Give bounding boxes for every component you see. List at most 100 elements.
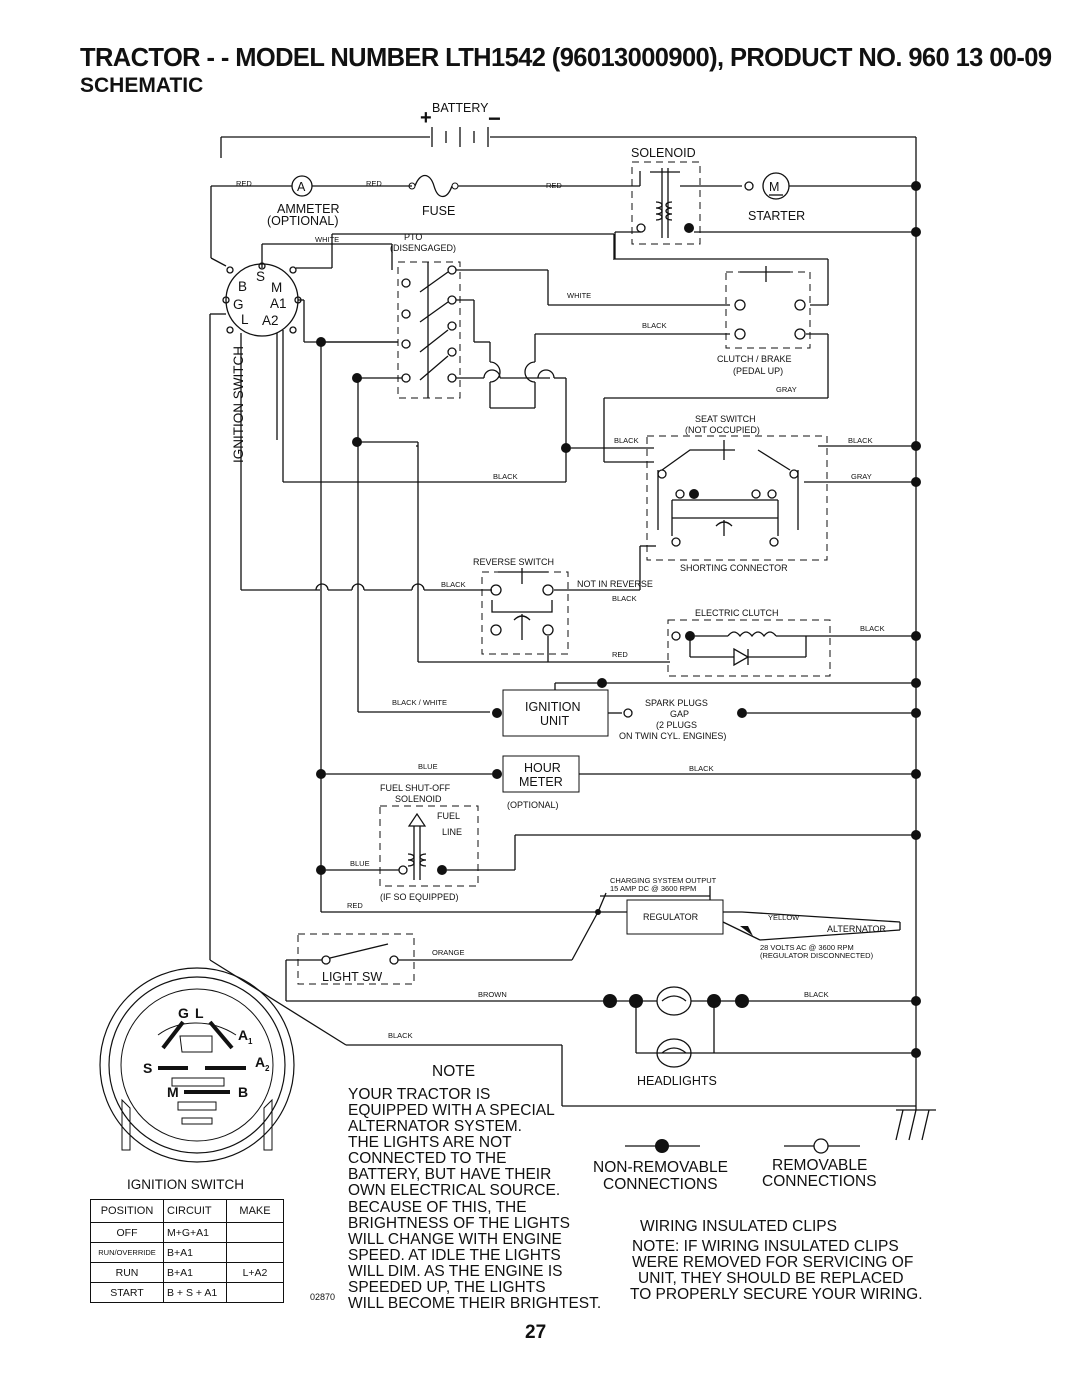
svg-text:YELLOW: YELLOW [768, 913, 800, 922]
svg-text:SPARK PLUGS: SPARK PLUGS [645, 698, 708, 708]
svg-text:L: L [241, 312, 249, 327]
ignition-switch-terminals: WHITE B S M G A1 L A2 IGNITION SWITCH [222, 235, 393, 463]
svg-text:CONNECTIONS: CONNECTIONS [762, 1173, 877, 1190]
table-header: POSITION [90, 1199, 164, 1223]
table-row: RUN/OVERRIDE B+A1 [90, 1242, 284, 1263]
table-header: CIRCUIT [163, 1199, 227, 1223]
svg-text:SOLENOID: SOLENOID [395, 794, 442, 804]
svg-text:STARTER: STARTER [748, 209, 805, 223]
svg-text:CLUTCH / BRAKE: CLUTCH / BRAKE [717, 354, 792, 364]
ground-symbol [895, 1109, 936, 1141]
svg-text:WILL BECOME THEIR BRIGHTEST.: WILL BECOME THEIR BRIGHTEST. [348, 1295, 601, 1312]
svg-text:28 VOLTS AC @ 3600 RPM: 28 VOLTS AC @ 3600 RPM [760, 943, 854, 952]
fuse: FUSE [408, 174, 459, 218]
svg-text:LINE: LINE [442, 827, 462, 837]
svg-text:BLACK: BLACK [848, 436, 873, 445]
svg-text:BLACK: BLACK [388, 1031, 413, 1040]
svg-text:ORANGE: ORANGE [432, 948, 465, 957]
svg-text:HEADLIGHTS: HEADLIGHTS [637, 1074, 717, 1088]
svg-text:WILL CHANGE WITH ENGINE: WILL CHANGE WITH ENGINE [348, 1231, 562, 1248]
svg-text:(NOT OCCUPIED): (NOT OCCUPIED) [685, 425, 760, 435]
svg-text:BLUE: BLUE [350, 859, 370, 868]
svg-text:METER: METER [519, 775, 563, 789]
svg-text:IGNITION SWITCH: IGNITION SWITCH [127, 1177, 244, 1192]
fuel-solenoid: FUEL SHUT-OFF SOLENOID FUEL LINE (IF SO … [379, 783, 479, 902]
svg-text:SPEED. AT IDLE THE LIGHTS: SPEED. AT IDLE THE LIGHTS [348, 1247, 561, 1264]
svg-text:RED: RED [347, 901, 363, 910]
svg-text:A: A [255, 1054, 265, 1070]
table-row: RUN B+A1 L+A2 [90, 1262, 284, 1283]
svg-text:BLACK: BLACK [441, 580, 466, 589]
svg-text:+: + [420, 107, 432, 129]
svg-text:(DISENGAGED): (DISENGAGED) [390, 243, 456, 253]
table-cell: B+A1 [163, 1262, 227, 1283]
svg-text:NOTE: IF WIRING INSULATED CLIP: NOTE: IF WIRING INSULATED CLIPS [632, 1238, 899, 1255]
svg-text:−: − [488, 106, 501, 131]
spark-plugs: SPARK PLUGS GAP (2 PLUGS ON TWIN CYL. EN… [608, 698, 916, 741]
table-header-row: POSITION CIRCUIT MAKE [90, 1199, 284, 1223]
svg-text:AMMETER: AMMETER [277, 202, 340, 216]
table-cell: L+A2 [226, 1262, 284, 1283]
svg-text:FUEL: FUEL [437, 811, 460, 821]
svg-text:02870: 02870 [310, 1292, 335, 1302]
svg-text:BATTERY, BUT HAVE THEIR: BATTERY, BUT HAVE THEIR [348, 1166, 551, 1183]
svg-text:B: B [238, 279, 247, 294]
svg-text:G: G [233, 297, 244, 312]
svg-text:YOUR TRACTOR IS: YOUR TRACTOR IS [348, 1086, 490, 1103]
svg-text:ALTERNATOR SYSTEM.: ALTERNATOR SYSTEM. [348, 1118, 522, 1135]
electric-clutch: ELECTRIC CLUTCH [667, 608, 831, 677]
hour-meter: HOUR METER (OPTIONAL) [502, 755, 580, 810]
svg-text:ALTERNATOR: ALTERNATOR [827, 924, 887, 934]
svg-text:BLACK: BLACK [642, 321, 667, 330]
svg-text:A1: A1 [270, 296, 287, 311]
svg-text:M: M [167, 1084, 179, 1100]
svg-text:S: S [256, 269, 265, 284]
light-switch: LIGHT SW [297, 933, 415, 985]
svg-text:BLUE: BLUE [418, 762, 438, 771]
table-cell: B+A1 [163, 1242, 227, 1263]
svg-text:IGNITION: IGNITION [525, 700, 581, 714]
svg-text:M: M [271, 280, 282, 295]
svg-text:BLACK: BLACK [612, 594, 637, 603]
svg-text:EQUIPPED WITH A SPECIAL: EQUIPPED WITH A SPECIAL [348, 1102, 555, 1119]
ignition-unit: IGNITION UNIT [502, 689, 609, 737]
svg-text:2: 2 [265, 1064, 270, 1073]
svg-text:(REGULATOR DISCONNECTED): (REGULATOR DISCONNECTED) [760, 951, 874, 960]
svg-text:SEAT SWITCH: SEAT SWITCH [695, 414, 756, 424]
table-cell: OFF [90, 1222, 164, 1243]
page-number: 27 [525, 1322, 547, 1343]
svg-text:RED: RED [612, 650, 628, 659]
svg-text:BRIGHTNESS OF THE LIGHTS: BRIGHTNESS OF THE LIGHTS [348, 1215, 570, 1232]
regulator: CHARGING SYSTEM OUTPUT 15 AMP DC @ 3600 … [595, 876, 724, 935]
svg-text:WHITE: WHITE [567, 291, 591, 300]
svg-text:(OPTIONAL): (OPTIONAL) [507, 800, 559, 810]
svg-text:WIRING INSULATED CLIPS: WIRING INSULATED CLIPS [640, 1218, 837, 1235]
svg-text:CONNECTED TO THE: CONNECTED TO THE [348, 1150, 506, 1167]
svg-text:BLACK: BLACK [804, 990, 829, 999]
table-cell: B + S + A1 [163, 1282, 227, 1303]
svg-text:(2 PLUGS: (2 PLUGS [656, 720, 697, 730]
table-cell [226, 1282, 284, 1303]
svg-text:RED: RED [236, 179, 252, 188]
ignition-switch-face: G L A 1 A 2 S M B [99, 967, 295, 1163]
svg-text:G: G [178, 1005, 189, 1021]
svg-text:B: B [238, 1084, 248, 1100]
svg-text:BECAUSE OF THIS, THE: BECAUSE OF THIS, THE [348, 1199, 527, 1216]
svg-text:BLACK: BLACK [614, 436, 639, 445]
svg-text:WILL DIM. AS THE ENGINE IS: WILL DIM. AS THE ENGINE IS [348, 1263, 562, 1280]
svg-text:GRAY: GRAY [851, 472, 872, 481]
table-cell: START [90, 1282, 164, 1303]
svg-text:BROWN: BROWN [478, 990, 507, 999]
svg-text:L: L [195, 1005, 204, 1021]
svg-text:TO PROPERLY SECURE YOUR WIRING: TO PROPERLY SECURE YOUR WIRING. [630, 1286, 923, 1303]
svg-text:LIGHT SW: LIGHT SW [322, 970, 382, 984]
svg-text:THE LIGHTS ARE NOT: THE LIGHTS ARE NOT [348, 1134, 512, 1151]
svg-text:WHITE: WHITE [315, 235, 339, 244]
svg-text:WERE REMOVED FOR SERVICING OF: WERE REMOVED FOR SERVICING OF [632, 1254, 913, 1271]
svg-text:BATTERY: BATTERY [432, 101, 489, 115]
svg-text:NOT IN REVERSE: NOT IN REVERSE [577, 579, 653, 589]
svg-text:PTO: PTO [404, 232, 422, 242]
svg-text:(OPTIONAL): (OPTIONAL) [267, 214, 339, 228]
page-title: TRACTOR - - MODEL NUMBER LTH1542 (960130… [80, 44, 1052, 72]
